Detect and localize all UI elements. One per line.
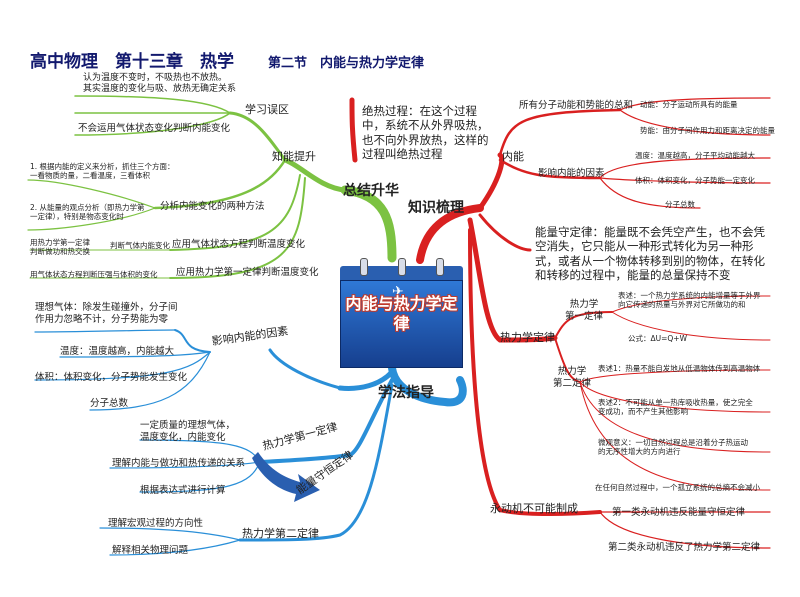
blue-branch-lines — [34, 329, 467, 556]
yingxiang-item: 理想气体：除发生碰撞外，分子间 作用力忽略不计，分子势能为零 — [35, 302, 178, 325]
second-item: 在任何自然过程中，一个孤立系统的总熵不会减小 — [595, 483, 760, 492]
node-fenxi: 分析内能变化的两种方法 — [160, 201, 265, 212]
node-xuefa-second: 热力学第二定律 — [242, 527, 319, 540]
yingxiang-item: 体积：体积变化，分子势能发生变化 — [35, 372, 188, 383]
xuefa-first-item: 根据表达式进行计算 — [140, 485, 226, 496]
xuefa-first-item: 一定质量的理想气体， 温度变化，内能变化 — [140, 420, 236, 443]
calendar-ring — [360, 258, 368, 276]
xuefa-second-item: 解释相关物理问题 — [112, 545, 189, 556]
red-branch-lines — [349, 97, 771, 549]
node-qiti: 应用气体状态方程判断温度变化 — [172, 239, 306, 250]
green-branch-lines — [27, 95, 397, 279]
yinsu-item: 分子总数 — [665, 200, 695, 209]
juere-note: 绝热过程：在这个过程中，系统不从外界吸热，也不向外界放热，这样的过程叫绝热过程 — [362, 104, 489, 162]
neineng-def-item: 动能：分子运动所具有的能量 — [640, 100, 738, 109]
branch-xuefa: 学法指导 — [378, 385, 434, 401]
yongdong-item: 第一类永动机违反能量守恒定律 — [612, 507, 746, 518]
second-item: 表述2：不可能从单一热库吸收热量，使之完全 变成功，而不产生其他影响 — [598, 398, 753, 417]
yongdong-item: 第二类永动机违反了热力学第二定律 — [608, 542, 761, 553]
yingxiang-item: 温度：温度越高，内能越大 — [60, 346, 175, 357]
rocket-icon: ✈ — [392, 284, 404, 300]
neineng-def: 所有分子动能和势能的总和 — [519, 100, 634, 111]
yingxiang-item: 分子总数 — [90, 398, 129, 409]
xuexi-item: 不会运用气体状态变化判断内能变化 — [78, 123, 231, 134]
relixue-first: 热力学 第一定律 — [565, 299, 604, 322]
reli-left: 用气体状态方程判断压强与体积的变化 — [30, 270, 158, 279]
calendar-ring — [436, 258, 444, 276]
page-title: 高中物理 第十三章 热学 — [30, 52, 234, 72]
second-item: 表述1：热量不能自发地从低温物体传到高温物体 — [598, 364, 761, 373]
energy-conservation-arrow — [252, 452, 320, 502]
second-item: 微观意义：一切自然过程总是沿着分子热运动 的无序性增大的方向进行 — [598, 438, 748, 457]
fenxi-item: 2. 从能量的观点分析（即热力学第 一定律），特别是物态变化时 — [30, 203, 145, 222]
branch-zhishi: 知识梳理 — [408, 200, 464, 216]
yinsu-item: 温度：温度越高，分子平均动能越大 — [635, 151, 755, 160]
xuexi-item: 认为温度不变时，不吸热也不放热。 其实温度的变化与吸、放热无确定关系 — [83, 73, 237, 95]
calendar-ring — [398, 258, 406, 276]
qiti-left: 用热力学第一定律 判断做功和热交换 — [30, 238, 90, 257]
central-topic: 内能与热力学定律 — [345, 294, 458, 333]
calendar-body — [340, 280, 463, 368]
node-relixue: 热力学定律 — [500, 331, 555, 344]
first-item: 表述：一个热力学系统的内能增量等于外界 向它传递的热量与外界对它所做功的和 — [618, 291, 761, 310]
first-formula: 公式：ΔU=Q+W — [628, 334, 688, 343]
relixue-second: 热力学 第二定律 — [553, 366, 592, 389]
node-zhineng-tisheng: 知能提升 — [272, 150, 316, 163]
branch-zongjie: 总结升华 — [343, 183, 399, 199]
node-reli: 应用热力学第一定律判断温度变化 — [176, 267, 319, 278]
node-yongdong: 永动机不可能制成 — [490, 502, 578, 515]
fenxi-item: 1. 根据内能的定义来分析，抓住三个方面： 一看物质的量，二看温度，三看体积 — [30, 162, 175, 181]
section-title: 第二节 内能与热力学定律 — [268, 56, 425, 71]
neineng-def-item: 势能：由分子间作用力和距离决定的能量 — [640, 126, 775, 135]
node-xuexi-wuqu: 学习误区 — [245, 103, 289, 116]
xuefa-second-item: 理解宏观过程的方向性 — [108, 518, 204, 529]
qiti-note: 判断气体内能变化 — [110, 241, 170, 250]
node-neineng: 内能 — [502, 150, 524, 163]
xuefa-first-item: 理解内能与做功和热传递的关系 — [112, 458, 246, 469]
yinsu-item: 体积：体积变化，分子势能一定变化 — [635, 176, 755, 185]
neineng-yinsu: 影响内能的因素 — [538, 168, 605, 179]
central-calendar-node: ✈ 内能与热力学定律 — [340, 258, 463, 368]
shouheng-note: 能量守定律：能量既不会凭空产生，也不会凭空消失，它只能从一种形式转化为另一种形式… — [535, 225, 765, 283]
